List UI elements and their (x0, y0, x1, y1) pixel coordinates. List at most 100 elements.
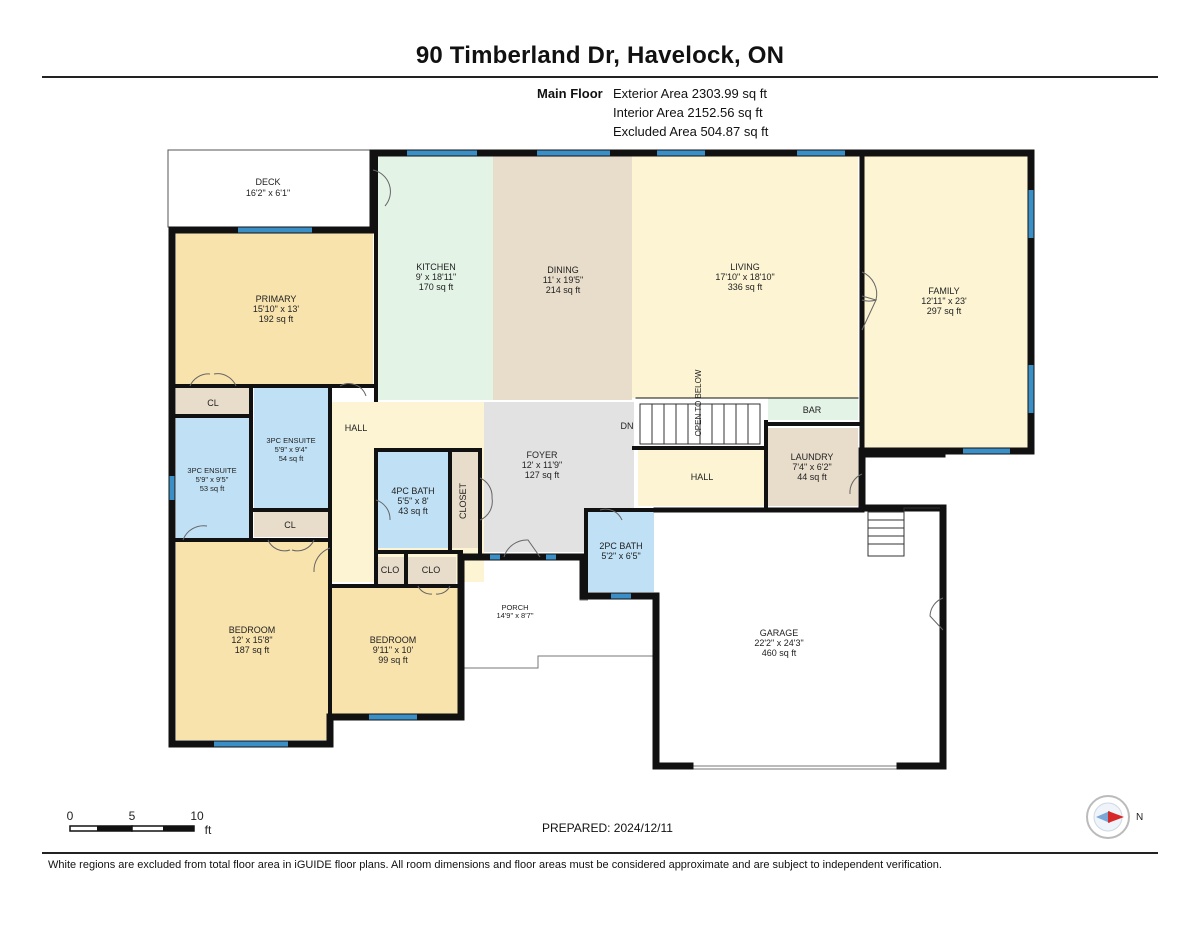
door-swing (339, 383, 367, 397)
open-below-label: OPEN TO BELOW (694, 369, 703, 436)
porch-dims: 14'9" x 8'7" (497, 611, 534, 620)
hall2-label: HALL (691, 472, 714, 482)
bedroom1-dims: 12' x 15'8" (231, 635, 272, 645)
dining-dims: 11' x 19'5" (543, 275, 584, 285)
bedroom1-area (176, 542, 328, 740)
room-fills (167, 149, 1028, 740)
foyer-dims: 12' x 11'9" (522, 460, 563, 470)
dining-area-text: 214 sq ft (546, 285, 581, 295)
compass-north-label: N (1136, 812, 1143, 823)
scale-tick-10: 10 (190, 809, 204, 823)
scale-tick-5: 5 (129, 809, 136, 823)
door-swing (267, 539, 315, 552)
kitchen-area (376, 156, 493, 400)
bedroom1-name: BEDROOM (229, 625, 276, 635)
scale-seg-2 (97, 826, 132, 831)
family-dims: 12'11" x 23' (921, 296, 967, 306)
bath4-area-text: 43 sq ft (398, 506, 428, 516)
bedroom2-name: BEDROOM (370, 635, 417, 645)
hall2-area (638, 450, 764, 506)
wall-garage-east (858, 504, 947, 770)
dining-area (493, 156, 632, 400)
closet-area (452, 452, 478, 548)
door-swing (313, 547, 331, 573)
ensuite2-area-text: 53 sq ft (200, 484, 226, 493)
bath2-name: 2PC BATH (599, 541, 642, 551)
deck-name: DECK (255, 177, 280, 187)
clo1-area (378, 557, 404, 584)
clo2-label: CLO (422, 565, 441, 575)
kitchen-name: KITCHEN (416, 262, 456, 272)
bedroom1-area-text: 187 sq ft (235, 645, 270, 655)
door-swing (503, 539, 541, 558)
ensuite2-area (176, 418, 249, 538)
door-swing (182, 525, 208, 541)
door-swing (372, 169, 391, 207)
scale-seg-4 (163, 826, 194, 831)
footer-divider (42, 852, 1158, 854)
area-line-interior: Interior Area 2152.56 sq ft (613, 105, 763, 120)
living-dims: 17'10" x 18'10" (715, 272, 774, 282)
bedroom2-dims: 9'11" x 10' (373, 645, 414, 655)
door-swing (599, 508, 623, 521)
bath2-dims: 5'2" x 6'5" (601, 551, 640, 561)
area-line-exterior: Exterior Area 2303.99 sq ft (613, 86, 767, 101)
bath2-area (588, 512, 654, 592)
living-area (632, 156, 858, 398)
door-swing (479, 477, 493, 521)
scale-unit: ft (205, 823, 212, 837)
door-swing (189, 373, 237, 387)
wall-bath4 (374, 448, 482, 588)
cl2-label: CL (284, 520, 296, 530)
door-swing (375, 499, 391, 521)
laundry-dims: 7'4" x 6'2" (792, 462, 831, 472)
wall-porch-bath (457, 553, 694, 770)
foyer-area-text: 127 sq ft (525, 470, 560, 480)
bar-label: BAR (803, 405, 822, 415)
bedroom2-area (332, 588, 458, 714)
dn-label: DN (621, 421, 634, 431)
disclaimer-text: White regions are excluded from total fl… (48, 859, 942, 871)
ensuite1-area-text: 54 sq ft (279, 454, 305, 463)
bath4-dims: 5'5" x 8' (397, 496, 428, 506)
door-swing (849, 473, 863, 495)
closet-label: CLOSET (458, 482, 468, 519)
porch-name: PORCH (501, 603, 528, 612)
family-area (862, 156, 1028, 448)
bath4-area (378, 452, 448, 548)
laundry-area-text: 44 sq ft (797, 472, 827, 482)
primary-area (176, 233, 373, 386)
door-swing (417, 585, 451, 595)
closet-cl1-area (176, 388, 249, 414)
bar-area (768, 398, 858, 420)
compass-icon: N (1086, 795, 1143, 839)
garage-dims: 22'2" x 24'3" (754, 638, 803, 648)
ensuite1-area (254, 388, 328, 508)
deck-dims: 16'2" x 6'1" (246, 188, 290, 198)
cl1-label: CL (207, 398, 219, 408)
bedroom2-area-text: 99 sq ft (378, 655, 408, 665)
clo2-area (408, 557, 456, 584)
title-divider (42, 76, 1158, 78)
family-area-text: 297 sq ft (927, 306, 962, 316)
room-labels: DECK 16'2" x 6'1" KITCHEN 9' x 18'11" 17… (187, 177, 967, 665)
excluded-outlines (463, 560, 900, 770)
ensuite1-dims: 5'9" x 9'4" (275, 445, 308, 454)
garage-area-text: 460 sq ft (762, 648, 797, 658)
laundry-name: LAUNDRY (791, 452, 834, 462)
wall-bath2 (584, 508, 658, 598)
scale-tick-0: 0 (67, 809, 74, 823)
closet-cl2-area (254, 512, 328, 537)
clo1-label: CLO (381, 565, 400, 575)
scale-bar: 0 5 10 ft (67, 809, 212, 837)
door-swing (861, 299, 877, 331)
windows (169, 150, 1034, 747)
kitchen-dims: 9' x 18'11" (416, 272, 457, 282)
floor-label: Main Floor (537, 86, 603, 101)
door-swing (929, 597, 944, 631)
stairs-area (636, 398, 766, 446)
page-title: 90 Timberland Dr, Havelock, ON (415, 42, 785, 69)
living-area-text: 336 sq ft (728, 282, 763, 292)
hall1-label: HALL (345, 423, 368, 433)
